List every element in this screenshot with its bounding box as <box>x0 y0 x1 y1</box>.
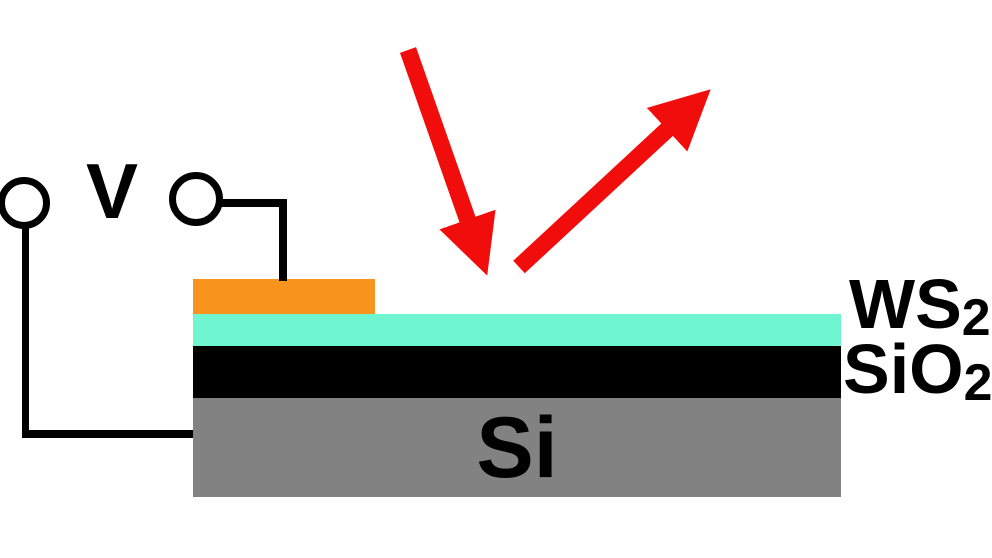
ws2-flake-layer <box>193 314 841 346</box>
sio2-label-subscript: 2 <box>963 352 992 411</box>
wire-to-substrate <box>22 430 193 438</box>
ws2-label-base: WS <box>849 265 962 343</box>
sio2-label-base: SiO <box>843 330 964 408</box>
incident-light-arrow-icon <box>399 47 496 276</box>
sio2-label: SiO2 <box>843 334 992 408</box>
reflected-light-arrow-icon <box>513 89 711 274</box>
wire-left-vertical <box>22 224 29 437</box>
metal-electrode <box>193 279 375 314</box>
voltmeter-terminal-right-icon <box>169 172 223 226</box>
ws2-label-subscript: 2 <box>961 287 991 346</box>
ws2-label: WS2 <box>849 269 991 343</box>
si-label: Si <box>476 399 558 496</box>
wire-to-electrode <box>279 199 287 281</box>
voltage-label: V <box>86 147 139 235</box>
sio2-oxide-layer <box>193 346 841 398</box>
voltmeter-terminal-left-icon <box>0 177 50 229</box>
wire-from-right-terminal <box>219 199 287 207</box>
si-substrate-layer: Si <box>193 398 841 497</box>
